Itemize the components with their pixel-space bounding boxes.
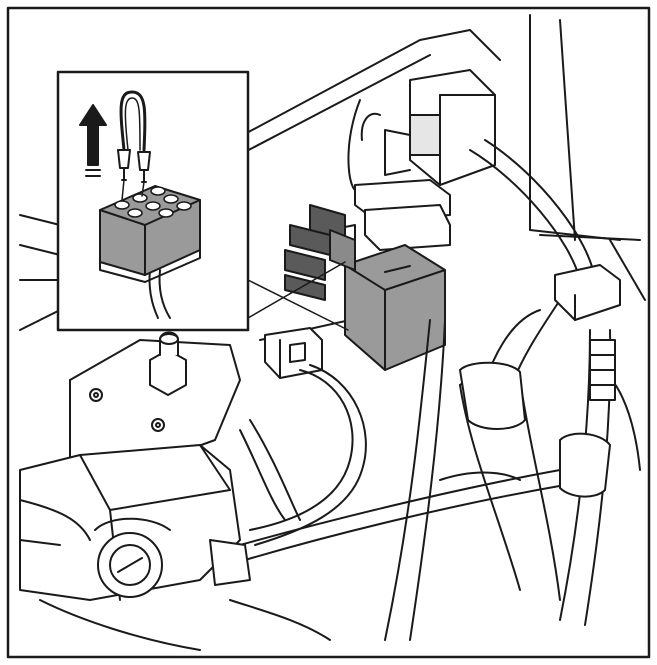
inset-detail bbox=[56, 70, 250, 332]
arrow-up-icon bbox=[79, 104, 107, 177]
jumper-wire bbox=[119, 90, 147, 152]
upper-relay-housing bbox=[347, 69, 496, 193]
engine-bay-panels bbox=[19, 14, 646, 341]
cable-clamps bbox=[459, 264, 621, 498]
mounting-bracket bbox=[69, 331, 241, 471]
relay-block bbox=[329, 179, 451, 371]
figure-frame bbox=[6, 6, 651, 659]
fuse-blades bbox=[284, 204, 356, 301]
battery-terminal-block bbox=[19, 444, 331, 651]
small-connector bbox=[264, 327, 323, 379]
inset-leader-lines bbox=[247, 261, 349, 331]
